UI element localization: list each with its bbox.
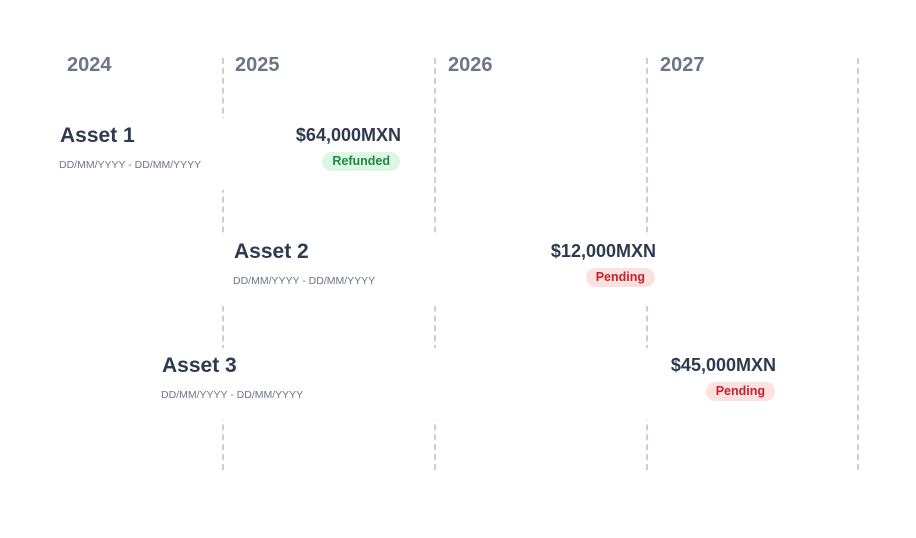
asset-dates: DD/MM/YYYY - DD/MM/YYYY — [233, 275, 376, 287]
status-badge: Pending — [705, 382, 775, 401]
asset-dates: DD/MM/YYYY - DD/MM/YYYY — [59, 159, 202, 171]
asset-amount: $12,000MXN — [550, 241, 656, 261]
asset-card[interactable]: Asset 1 DD/MM/YYYY - DD/MM/YYYY $64,000M… — [40, 118, 410, 190]
asset-title: Asset 3 — [162, 354, 237, 377]
asset-card[interactable]: Asset 3 DD/MM/YYYY - DD/MM/YYYY $45,000M… — [142, 348, 785, 420]
year-label: 2026 — [448, 54, 493, 76]
year-label: 2025 — [235, 54, 280, 76]
asset-dates: DD/MM/YYYY - DD/MM/YYYY — [161, 389, 304, 401]
asset-card[interactable]: Asset 2 DD/MM/YYYY - DD/MM/YYYY $12,000M… — [214, 234, 665, 306]
status-badge: Refunded — [322, 152, 400, 171]
year-divider — [857, 58, 859, 470]
year-label: 2027 — [660, 54, 705, 76]
year-label: 2024 — [67, 54, 112, 76]
asset-amount: $64,000MXN — [295, 125, 401, 145]
asset-amount: $45,000MXN — [670, 355, 776, 375]
asset-title: Asset 2 — [234, 240, 309, 263]
asset-title: Asset 1 — [60, 124, 135, 147]
status-badge: Pending — [585, 268, 655, 287]
